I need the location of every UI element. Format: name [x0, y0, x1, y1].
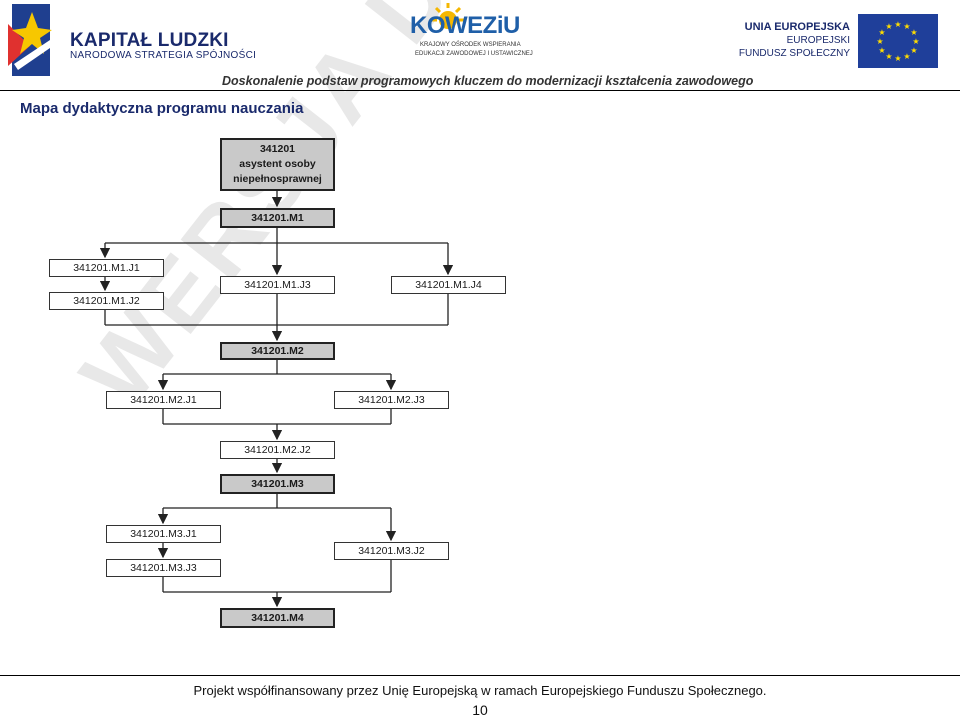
page-number: 10: [472, 702, 488, 718]
koweziu-line2: EDUKACJI ZAWODOWEJ I USTAWICZNEJ: [415, 51, 533, 57]
unit-m1-j3-box: 341201.M1.J3: [220, 276, 335, 294]
footer-text: Projekt współfinansowany przez Unię Euro…: [193, 683, 767, 698]
sun-icon: [432, 3, 464, 29]
qualification-box: 341201 asystent osoby niepełnosprawnej: [220, 138, 335, 191]
unit-m1-j2-box: 341201.M1.J2: [49, 292, 164, 310]
kapital-ludzki-title: KAPITAŁ LUDZKI: [70, 30, 229, 51]
module-m1-box: 341201.M1: [220, 208, 335, 228]
unit-m2-j3-box: 341201.M2.J3: [334, 391, 449, 409]
module-m4-box: 341201.M4: [220, 608, 335, 628]
svg-text:★: ★: [912, 37, 919, 46]
svg-text:★: ★: [894, 20, 901, 29]
svg-text:★: ★: [878, 28, 885, 37]
eu-line3: FUNDUSZ SPOŁECZNY: [738, 48, 850, 59]
svg-text:★: ★: [894, 54, 901, 63]
unit-m3-j1-box: 341201.M3.J1: [106, 525, 221, 543]
kapital-ludzki-logo: [8, 4, 52, 76]
page-heading: Mapa dydaktyczna programu nauczania: [20, 100, 304, 117]
unit-m2-j1-box: 341201.M2.J1: [106, 391, 221, 409]
qualification-name-line2: niepełnosprawnej: [233, 173, 322, 185]
kapital-ludzki-subtitle: NARODOWA STRATEGIA SPÓJNOŚCI: [70, 50, 257, 61]
module-m3-box: 341201.M3: [220, 474, 335, 494]
header-divider: [0, 90, 960, 91]
unit-m1-j1-box: 341201.M1.J1: [49, 259, 164, 277]
svg-text:★: ★: [885, 52, 892, 61]
unit-m2-j2-box: 341201.M2.J2: [220, 441, 335, 459]
svg-text:★: ★: [903, 22, 910, 31]
koweziu-wordmark: KOWEZiU: [410, 12, 520, 39]
unit-m1-j4-box: 341201.M1.J4: [391, 276, 506, 294]
svg-text:★: ★: [910, 28, 917, 37]
qualification-code: 341201: [259, 143, 296, 155]
footer-divider: [0, 675, 960, 676]
unit-m3-j3-box: 341201.M3.J3: [106, 559, 221, 577]
koweziu-line1: KRAJOWY OŚRODEK WSPIERANIA: [420, 42, 521, 48]
eu-line1: UNIA EUROPEJSKA: [744, 21, 850, 33]
module-m2-box: 341201.M2: [220, 342, 335, 360]
qualification-name-line1: asystent osoby: [239, 158, 316, 170]
svg-text:★: ★: [878, 46, 885, 55]
eu-flag-icon: ★★★ ★★★ ★★★ ★★★: [858, 14, 938, 68]
unit-m3-j2-box: 341201.M3.J2: [334, 542, 449, 560]
svg-text:★: ★: [903, 52, 910, 61]
eu-line2: EUROPEJSKI: [786, 35, 850, 46]
header-subtitle: Doskonalenie podstaw programowych klucze…: [222, 74, 754, 88]
svg-text:★: ★: [876, 37, 883, 46]
svg-text:★: ★: [885, 22, 892, 31]
svg-text:★: ★: [910, 46, 917, 55]
